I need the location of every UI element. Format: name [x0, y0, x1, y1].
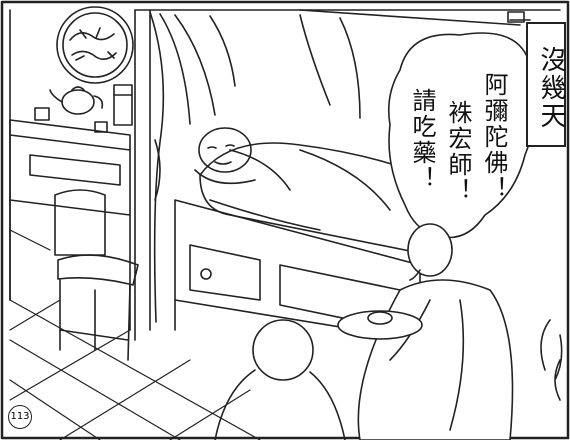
stool — [54, 189, 139, 361]
plant-icon — [540, 319, 563, 401]
page-number: 113 — [8, 405, 32, 429]
speech-line-2: 袾宏師！ — [444, 100, 472, 204]
side-table — [9, 119, 131, 331]
teapot-icon — [49, 86, 104, 115]
round-window-icon — [56, 6, 134, 84]
caption-box: 沒幾天 — [526, 22, 566, 147]
foreground-monk — [214, 319, 346, 440]
tea-cup-icon — [34, 107, 108, 133]
sleeping-monk — [194, 127, 256, 185]
caption-text: 沒幾天 — [536, 45, 566, 130]
floor-tiles — [9, 229, 261, 440]
speech-bubble — [387, 32, 538, 239]
bed-curtain — [149, 11, 361, 323]
speech-line-1: 阿彌陀佛！ — [480, 72, 508, 202]
bowl-tray-icon — [337, 310, 423, 340]
lantern-icon — [113, 84, 133, 126]
speech-line-3: 請吃藥！ — [408, 88, 436, 192]
